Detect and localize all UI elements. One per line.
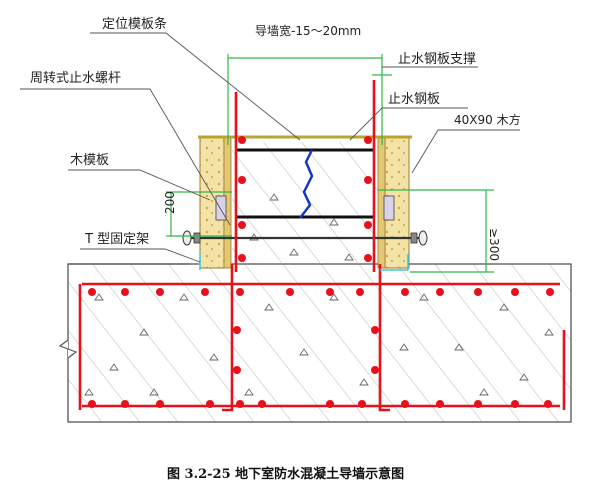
swivel-bolt — [182, 230, 428, 246]
label-swivel-bolt: 周转式止水螺杆 — [30, 71, 121, 86]
label-dim-300: ≥300 — [487, 228, 501, 261]
concrete-slab — [58, 193, 572, 423]
label-dim-200: 200 — [163, 191, 177, 214]
figure-caption: 图 3.2-25 地下室防水混凝土导墙示意图 — [167, 466, 404, 482]
label-timber-size: 40X90 木方 — [454, 112, 521, 127]
label-guide-wall-width: 导墙宽-15～20mm — [255, 23, 361, 38]
label-positioning-strip: 定位模板条 — [102, 16, 167, 32]
label-t-bracket: T 型固定架 — [84, 232, 149, 247]
waterstop-assembly — [236, 148, 374, 219]
leader-lines — [20, 32, 520, 263]
dimension-lines — [166, 54, 494, 273]
guide-wall-body — [232, 142, 378, 264]
label-waterstop-plate: 止水钢板 — [388, 92, 440, 107]
label-wood-formwork: 木模板 — [70, 153, 109, 168]
label-waterstop-support: 止水钢板支撑 — [398, 52, 476, 67]
formwork-anchor-blocks — [215, 195, 395, 221]
rebar-dots — [88, 136, 554, 408]
